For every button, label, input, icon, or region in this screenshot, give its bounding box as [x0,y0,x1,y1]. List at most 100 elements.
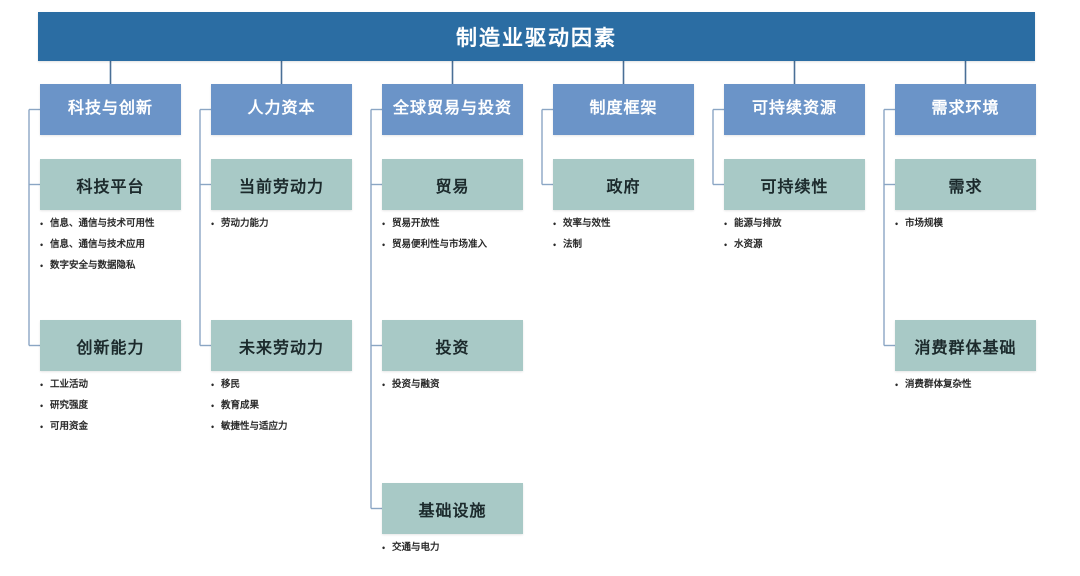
bullet-item: •交通与电力 [382,543,440,554]
bullet-dot-icon: • [40,219,44,229]
bullet-item: • 工业活动 [40,380,88,391]
bullet-dot-icon: • [553,219,557,229]
bullet-item: •研究强度 [40,401,88,412]
diagram-title-text: 制造业驱动因素 [456,25,617,50]
pillar-institutional-framework[interactable]: 制度框架 [553,84,694,135]
bullet-text: 法制 [563,239,583,250]
bullet-dot-icon: • [724,239,728,250]
sub-tech-platform[interactable]: 科技平台 [40,159,181,210]
bullet-item: • 信息、通信与技术应用 [40,240,155,251]
bullet-text: 交通与电力 [392,543,440,553]
pillar-label-line: 人力资本 [247,100,316,118]
sub-demand[interactable]: 需求 [895,159,1036,210]
bullet-dot-icon: • [895,380,899,390]
bullet-text: 投资与融资 [392,380,440,390]
pillar-label-line: 与投资 [461,100,513,118]
bullet-dot-icon: • [211,421,215,432]
bullet-list-future-workforce: • 移民 • 教育成果 • 敏捷性与适应力 [211,380,288,443]
bullet-dot-icon: • [40,260,44,271]
bullet-text: 贸易便利性与市场准入 [392,239,488,250]
sub-sustainability[interactable]: 可持续性 [724,159,865,210]
bullet-text: 效率与效性 [563,219,611,229]
bullet-list-demand: • 市场规模 [895,219,943,240]
bullet-text: 敏捷性与适应力 [221,421,288,432]
bullet-text: 可用资金 [50,421,89,432]
bullet-dot-icon: • [40,239,44,250]
bullet-item: • 教育成果 [211,401,288,412]
bullet-text: 教育成果 [221,400,260,411]
bullet-item: • 投资与融资 [382,380,440,391]
bullet-item: • 敏捷性与适应力 [211,422,288,433]
bullet-text: 移民 [221,380,241,390]
bullet-item: • 市场规模 [895,219,943,230]
diagram-title: 制造业驱动因素 [38,12,1035,61]
pillar-label-line: 需求环境 [931,100,1000,118]
pillar-label-line: 制度框架 [589,100,658,118]
bullet-text: 数字安全与数据隐私 [50,260,136,271]
bullet-item: • 法制 [553,240,611,251]
sub-future-workforce[interactable]: 未来劳动力 [211,320,352,371]
bullet-list-innovation-capability: • 工业活动 •研究强度 • 可用资金 [40,380,88,443]
bullet-item: • 可用资金 [40,422,88,433]
sub-label: 未来劳动力 [238,339,324,357]
bullet-dot-icon: • [211,219,215,229]
bullet-item: • 移民 [211,380,288,391]
bullet-item: • 消费群体复杂性 [895,380,972,391]
pillar-label-line: 全球贸易 [392,100,461,118]
pillar-demand-environment[interactable]: 需求环境 [895,84,1036,135]
bullet-dot-icon: • [895,219,899,229]
bullet-item: • 数字安全与数据隐私 [40,261,155,272]
sub-trade[interactable]: 贸易 [382,159,523,210]
bullet-list-government: • 效率与效性 • 法制 [553,219,611,261]
bullet-dot-icon: • [382,239,386,250]
sub-label: 消费群体基础 [914,339,1017,357]
bullet-dot-icon: • [553,239,557,250]
pillar-technology-innovation[interactable]: 科技与创新 [40,84,181,135]
sub-investment[interactable]: 投资 [382,320,523,371]
pillar-sustainable-resources[interactable]: 可持续资源 [724,84,865,135]
sub-label: 贸易 [435,178,470,196]
sub-label: 投资 [435,339,470,357]
bullet-text: 工业活动 [50,380,89,390]
bullet-text: 消费群体复杂性 [905,380,972,390]
sub-label: 科技平台 [76,178,145,196]
bullet-dot-icon: • [211,400,215,411]
bullet-dot-icon: • [40,380,44,390]
pillar-label-line: 可持续资源 [751,100,837,118]
sub-label: 需求 [948,178,983,196]
bullet-dot-icon: • [211,380,215,390]
sub-current-workforce[interactable]: 当前劳动力 [211,159,352,210]
bullet-dot-icon: • [724,219,728,229]
sub-government[interactable]: 政府 [553,159,694,210]
bullet-text: 市场规模 [905,219,944,229]
bullet-list-tech-platform: • 信息、通信与技术可用性 • 信息、通信与技术应用 • 数字安全与数据隐私 [40,219,155,282]
pillar-global-trade-investment[interactable]: 全球贸易与投资 [382,84,523,135]
bullet-item: • 能源与排放 [724,219,782,230]
pillar-label-line: 科技与创新 [67,100,153,118]
bullet-list-investment: • 投资与融资 [382,380,440,401]
pillar-human-capital[interactable]: 人力资本 [211,84,352,135]
sub-label: 可持续性 [760,178,829,196]
bullet-item: • 水资源 [724,240,782,251]
bullet-text: 信息、通信与技术可用性 [50,219,155,229]
sub-infrastructure[interactable]: 基础设施 [382,483,523,534]
bullet-list-sustainability: • 能源与排放 • 水资源 [724,219,782,261]
bullet-list-trade: • 贸易开放性 • 贸易便利性与市场准入 [382,219,487,261]
bullet-text: 贸易开放性 [392,219,440,229]
bullet-text: 信息、通信与技术应用 [50,239,146,250]
sub-label: 创新能力 [76,339,145,357]
sub-label: 基础设施 [418,502,487,520]
sub-innovation-capability[interactable]: 创新能力 [40,320,181,371]
bullet-dot-icon: • [382,380,386,390]
bullet-dot-icon: • [382,219,386,229]
bullet-list-infrastructure: •交通与电力 [382,543,440,564]
bullet-item: • 效率与效性 [553,219,611,230]
bullet-item: • 贸易便利性与市场准入 [382,240,487,251]
sub-label: 政府 [606,178,641,196]
sub-consumer-base[interactable]: 消费群体基础 [895,320,1036,371]
bullet-text: 能源与排放 [734,219,782,229]
bullet-list-current-workforce: •劳动力能力 [211,219,269,240]
bullet-text: 水资源 [734,239,763,250]
bullet-dot-icon: • [40,421,44,432]
